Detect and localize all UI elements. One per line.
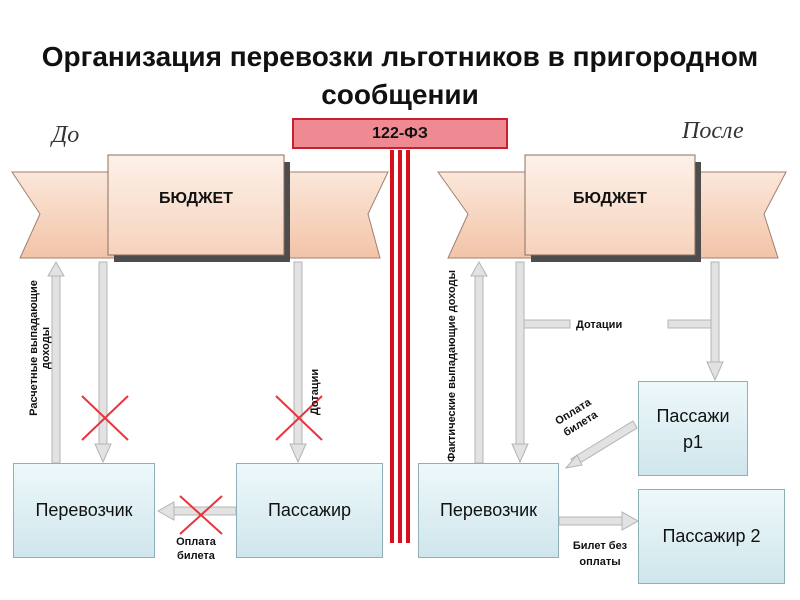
carrier-box-before: Перевозчик — [13, 463, 155, 558]
budget-banner-left: БЮДЖЕТ — [11, 154, 389, 262]
arrow-budget-to-carrier-right — [511, 261, 529, 464]
arrow-carrier-to-budget-right — [470, 260, 488, 464]
cross-mark-payment-link — [179, 495, 223, 535]
passenger2-box: Пассажир 2 — [638, 489, 785, 584]
label-actual-income: Фактические выпадающие доходы — [446, 270, 458, 462]
before-era-label: До — [52, 122, 80, 148]
passenger-box-before: Пассажир — [236, 463, 383, 558]
carrier-label-before: Перевозчик — [35, 500, 133, 520]
budget-label-left: БЮДЖЕТ — [159, 190, 233, 207]
arrow-passenger1-to-carrier — [564, 420, 638, 469]
after-era-label: После — [682, 118, 744, 144]
label-subsidies-before: Дотации — [309, 368, 321, 416]
cross-mark-passenger-link — [275, 395, 323, 441]
cross-mark-carrier-link — [81, 395, 129, 441]
budget-label-right: БЮДЖЕТ — [573, 190, 647, 207]
passenger-label-before: Пассажир — [267, 500, 352, 520]
label-subsidies-after: Дотации — [576, 319, 623, 331]
label-calc-income: Расчетные выпадающие доходы — [28, 280, 52, 416]
law-label: 122-ФЗ — [292, 118, 508, 149]
label-free-ticket: Билет без оплаты — [572, 540, 628, 568]
carrier-label-after: Перевозчик — [439, 500, 538, 520]
label-ticket-payment-before: Оплата билета — [176, 536, 216, 562]
page-title: Организация перевозки льготников в приго… — [41, 41, 759, 110]
arrow-budget-to-passenger-left — [289, 261, 307, 464]
red-divider — [388, 150, 412, 543]
arrow-budget-to-carrier-left — [94, 261, 112, 464]
passenger1-box: Пассажир1 — [638, 381, 748, 476]
passenger2-label: Пассажир 2 — [662, 526, 761, 546]
budget-banner-right: БЮДЖЕТ — [437, 154, 787, 262]
passenger1-label: Пассажир1 — [656, 405, 730, 452]
arrow-budget-to-passenger1 — [706, 261, 724, 382]
arrow-carrier-to-passenger2 — [558, 511, 640, 531]
carrier-box-after: Перевозчик — [418, 463, 559, 558]
